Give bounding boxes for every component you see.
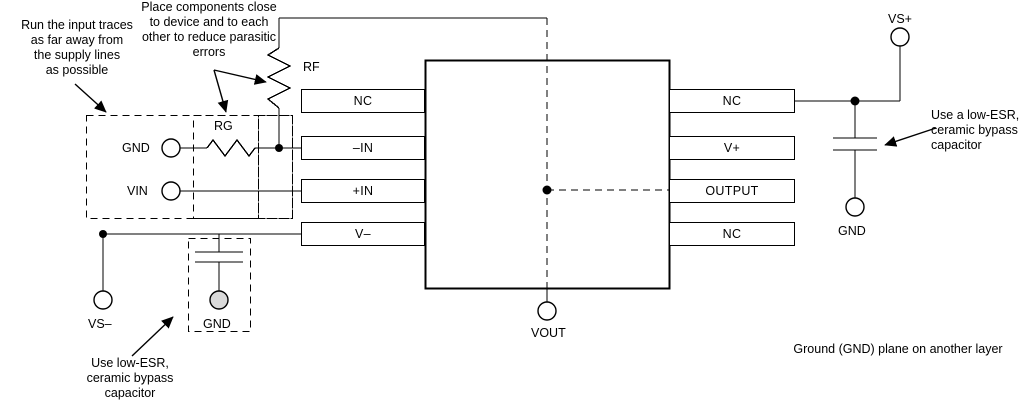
label-gnd-right-cap: GND bbox=[838, 224, 866, 238]
terminal-gnd-left-cap bbox=[209, 290, 229, 310]
annotation-arrows bbox=[74, 69, 937, 357]
terminal-vout bbox=[537, 301, 557, 321]
label-vout: VOUT bbox=[531, 326, 566, 340]
note-bypass-left: Use low-ESR, ceramic bypass capacitor bbox=[86, 356, 174, 400]
note-ground-plane: Ground (GND) plane on another layer bbox=[793, 342, 1003, 356]
terminal-vs-minus bbox=[93, 290, 113, 310]
label-gnd-left-cap: GND bbox=[203, 317, 231, 331]
pin-left-in-pos: +IN bbox=[301, 179, 425, 203]
label-gnd-input: GND bbox=[122, 141, 150, 155]
label-rf: RF bbox=[303, 60, 320, 74]
label-vs-minus: VS– bbox=[88, 317, 112, 331]
terminal-vs-plus bbox=[890, 27, 910, 47]
label-rg: RG bbox=[214, 119, 233, 133]
pin-right-v-plus: V+ bbox=[669, 136, 795, 160]
dashed-box-input-area bbox=[85, 114, 294, 220]
terminal-vin bbox=[161, 181, 181, 201]
pin-left-v-minus: V– bbox=[301, 222, 425, 246]
label-vin: VIN bbox=[127, 184, 148, 198]
terminal-gnd-input bbox=[161, 138, 181, 158]
dashed-box-left-cap bbox=[187, 237, 252, 333]
pin-right-nc-1: NC bbox=[669, 89, 795, 113]
pin-right-output: OUTPUT bbox=[669, 179, 795, 203]
note-input-traces: Run the input traces as far away from th… bbox=[21, 18, 133, 77]
pin-left-in-neg: –IN bbox=[301, 136, 425, 160]
label-vs-plus: VS+ bbox=[888, 12, 912, 26]
note-bypass-right: Use a low-ESR, ceramic bypass capacitor bbox=[931, 108, 1020, 152]
note-place-components: Place components close to device and to … bbox=[141, 0, 277, 59]
junction-dots bbox=[99, 96, 860, 238]
pin-left-nc-1: NC bbox=[301, 89, 425, 113]
dashed-box-node bbox=[257, 114, 294, 220]
terminal-gnd-right-cap bbox=[845, 197, 865, 217]
pin-right-nc-2: NC bbox=[669, 222, 795, 246]
